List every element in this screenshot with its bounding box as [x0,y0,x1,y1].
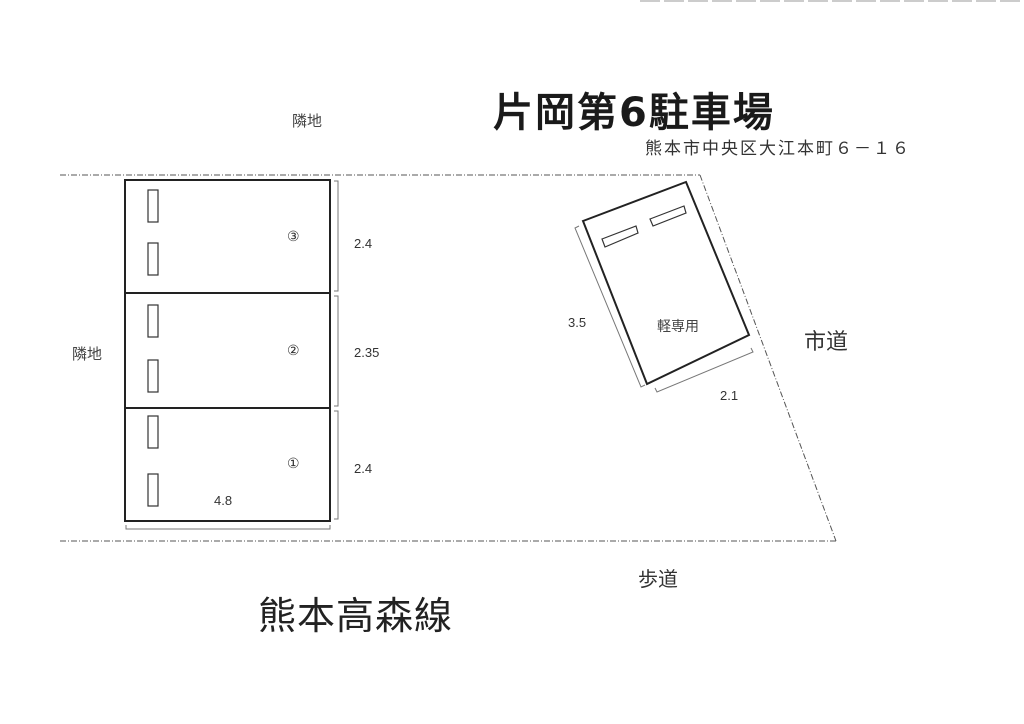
kei-stall-width: 2.1 [720,388,739,403]
stall-2-width: 2.35 [354,345,380,360]
stall-number-3: ③ [287,228,300,244]
stall-1-width: 2.4 [354,461,373,476]
kei-wheel-stops [601,205,687,248]
stall-length: 4.8 [214,493,233,508]
address: 熊本市中央区大江本町６－１６ [645,139,911,159]
city-road-label: 市道 [804,330,849,355]
sidewalk-label: 歩道 [638,567,678,591]
neighbor-left-label: 隣地 [72,345,103,363]
stall-3-width: 2.4 [354,236,373,251]
kei-stall-length: 3.5 [568,315,587,330]
neighbor-top-label: 隣地 [292,112,323,130]
property-boundary [60,174,837,542]
page-title: 片岡第6駐車場 [493,90,775,136]
wheel-stops [147,189,159,507]
dimension-brackets [125,180,754,530]
main-road-label: 熊本高森線 [258,594,454,638]
kei-stall [581,180,751,386]
stall-number-2: ② [287,342,300,358]
stall-number-1: ① [287,455,300,471]
stall-1 [124,407,331,522]
kei-stall-label: 軽専用 [657,319,699,335]
